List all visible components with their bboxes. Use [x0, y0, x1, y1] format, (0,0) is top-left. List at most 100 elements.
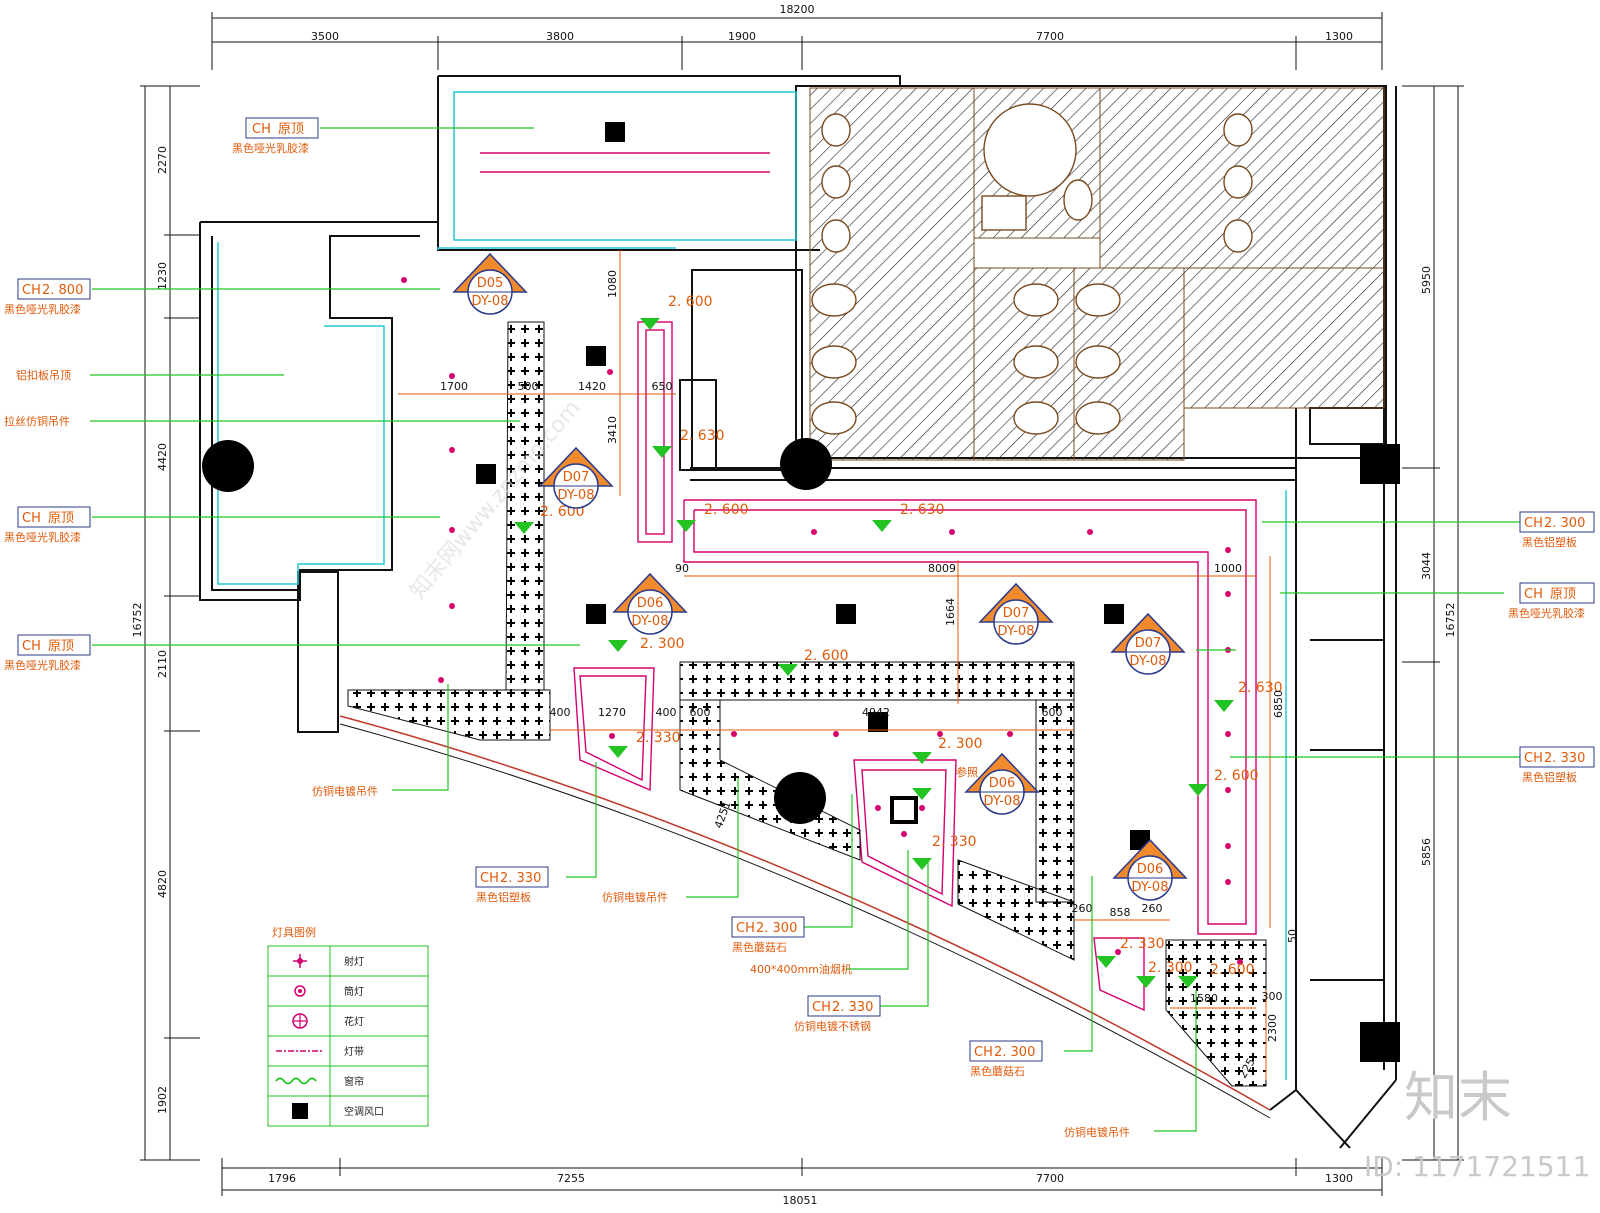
fixture-tag-7: D06 DY-08 [1112, 838, 1188, 901]
left-label-6-sub: 黑色哑光乳胶漆 [4, 658, 81, 672]
dim-inner-9: 1000 [1214, 562, 1242, 575]
right-label-2-code: CH [1524, 587, 1543, 602]
fixture-tag-3-type: DY-08 [632, 614, 669, 629]
right-label-3-code: CH [1524, 751, 1543, 766]
fixture-tag-5: D07 DY-08 [1110, 612, 1186, 675]
toilet-area [809, 87, 1385, 461]
bottom-label-7-code: CH [974, 1045, 993, 1060]
right-label-3: CH 2. 330 黑色铝塑板 [1519, 746, 1595, 784]
left-label-1-code: CH [252, 122, 271, 137]
right-label-1-code: CH [1524, 516, 1543, 531]
legend-item-5: 窗帘 [344, 1075, 364, 1088]
dim-inner-21: 260 [1142, 902, 1163, 915]
lighting-legend: 灯具图例 射灯 筒灯 花灯 灯带 窗帘 空调风口 [267, 925, 429, 1127]
bottom-label-8-text: 仿铜电镀吊件 [1064, 1125, 1130, 1139]
fixture-tag-5-code: D07 [1135, 636, 1162, 651]
bottom-label-6-text: 2. 330 [832, 1000, 873, 1015]
right-label-3-text: 2. 330 [1544, 751, 1585, 766]
left-label-2: CH 2. 800 黑色哑光乳胶漆 [4, 278, 91, 316]
dim-left-seg-5: 4820 [156, 870, 169, 898]
legend-item-2: 筒灯 [344, 985, 364, 998]
fixture-tag-5-type: DY-08 [1130, 654, 1167, 669]
dim-inner-20: 858 [1110, 906, 1131, 919]
fixture-tag-2-code: D07 [563, 470, 590, 485]
leader-lines [90, 127, 1520, 1132]
dim-right-seg-2: 3044 [1420, 552, 1433, 580]
right-label-1-sub: 黑色铝塑板 [1522, 535, 1577, 549]
inner-dimension-lines [398, 250, 1271, 1080]
level-9: 2. 300 [938, 736, 983, 752]
level-6: 2. 300 [640, 636, 685, 652]
dim-inner-16: 4942 [862, 706, 890, 719]
legend-item-3: 花灯 [344, 1015, 364, 1028]
fixture-tag-7-type: DY-08 [1132, 880, 1169, 895]
left-label-6-text: 原顶 [48, 639, 74, 654]
fixture-tag-6-type: DY-08 [984, 794, 1021, 809]
dim-inner-10: 1664 [944, 598, 957, 626]
ac-vent-icon [292, 1103, 308, 1119]
level-5: 2. 630 [900, 502, 945, 518]
bottom-label-2-sub: 黑色铝塑板 [476, 890, 531, 904]
legend-item-4: 灯带 [344, 1046, 364, 1058]
air-vents [476, 122, 1400, 1062]
right-label-3-sub: 黑色铝塑板 [1522, 770, 1577, 784]
curved-facade [339, 715, 1351, 1149]
dim-bottom-seg-1: 1796 [268, 1172, 296, 1185]
dim-inner-6: 1080 [606, 270, 619, 298]
watermark-id: ID: 1171721511 [1364, 1150, 1590, 1183]
dim-left-total: 16752 [131, 603, 144, 638]
level-11: 2. 630 [1238, 680, 1283, 696]
left-label-5-text: 原顶 [48, 511, 74, 526]
fixture-tag-4-code: D07 [1003, 606, 1030, 621]
dim-inner-17: 600 [1042, 706, 1063, 719]
dimension-lines [140, 12, 1464, 1196]
bottom-label-2: CH 2. 330 黑色铝塑板 [475, 866, 549, 904]
legend-item-1: 射灯 [344, 956, 364, 968]
left-label-2-sub: 黑色哑光乳胶漆 [4, 302, 81, 316]
downlights [401, 277, 1243, 965]
bottom-label-4: CH 2. 300 黑色蘑菇石 [731, 916, 805, 954]
dim-left-seg-1: 2270 [156, 146, 169, 174]
fixture-tag-2-type: DY-08 [558, 488, 595, 503]
level-8: 2. 330 [636, 730, 681, 746]
dim-inner-22: 1580 [1190, 992, 1218, 1005]
dim-inner-1: 1700 [440, 380, 468, 393]
dim-bottom-seg-3: 7700 [1036, 1172, 1064, 1185]
fixture-tag-1: D05 DY-08 [452, 252, 528, 315]
bottom-label-2-text: 2. 330 [500, 871, 541, 886]
level-texts: 2. 600 2. 630 2. 600 2. 600 2. 630 2. 30… [540, 294, 1283, 978]
left-label-2-text: 2. 800 [42, 283, 83, 298]
columns [202, 438, 832, 824]
spotlight-icon [293, 954, 307, 968]
level-1: 2. 600 [668, 294, 713, 310]
level-markers [514, 318, 1234, 988]
left-label-5: CH 原顶 黑色哑光乳胶漆 [4, 506, 91, 544]
bottom-label-1-text: 仿铜电镀吊件 [312, 784, 378, 798]
dim-inner-23: 2300 [1266, 1014, 1279, 1042]
fixture-tag-4: D07 DY-08 [978, 582, 1054, 645]
bottom-label-6-sub: 仿铜电镀不锈钢 [794, 1019, 871, 1033]
dim-right-seg-1: 5950 [1420, 266, 1433, 294]
legend-item-6: 空调风口 [344, 1105, 384, 1118]
fixture-tag-3: D06 DY-08 [612, 572, 688, 635]
level-15: 2. 600 [1210, 962, 1255, 978]
dim-inner-12: 400 [550, 706, 571, 719]
bottom-label-7-sub: 黑色蘑菇石 [970, 1064, 1025, 1078]
left-label-2-code: CH [22, 283, 41, 298]
bottom-label-5-text: 400*400mm油烟机 [750, 962, 852, 976]
dim-inner-2: 500 [518, 380, 539, 393]
dim-top-seg-3: 1900 [728, 30, 756, 43]
dim-inner-4: 650 [652, 380, 673, 393]
fixture-tag-7-code: D06 [1137, 862, 1164, 877]
dim-top-seg-4: 7700 [1036, 30, 1064, 43]
left-label-3: 铝扣板吊顶 [16, 368, 71, 382]
dim-left-seg-3: 4420 [156, 443, 169, 471]
bottom-label-7-text: 2. 300 [994, 1045, 1035, 1060]
dim-inner-5: 3410 [606, 416, 619, 444]
dim-top-seg-2: 3800 [546, 30, 574, 43]
dim-right-total: 16752 [1444, 603, 1457, 638]
right-label-2-sub: 黑色哑光乳胶漆 [1508, 606, 1585, 620]
fixture-tag-1-code: D05 [477, 276, 504, 291]
dim-left-seg-6: 1902 [156, 1086, 169, 1114]
